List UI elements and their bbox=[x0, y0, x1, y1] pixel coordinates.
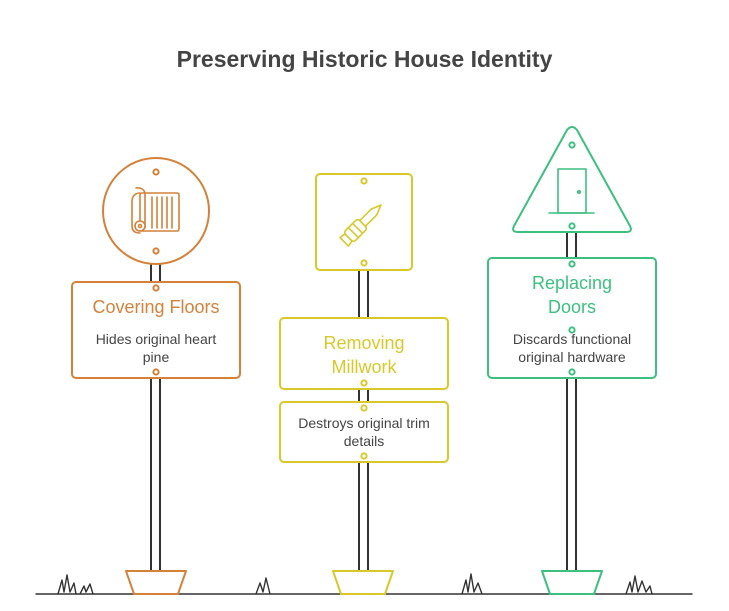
heading-removing-millwork: Removing Millwork bbox=[323, 333, 405, 377]
rolled-carpet-icon bbox=[131, 187, 180, 234]
heading-replacing-doors: Replacing Doors bbox=[531, 273, 613, 317]
description-covering-floors: Hides original heart pine bbox=[95, 331, 217, 365]
pole-base bbox=[125, 570, 187, 595]
grass-tuft bbox=[461, 573, 483, 595]
pole-base bbox=[541, 570, 603, 595]
description-removing-millwork: Destroys original trim details bbox=[298, 415, 430, 449]
signpost-replacing-doors bbox=[487, 126, 657, 595]
grass-tuft bbox=[255, 577, 271, 595]
sign-board-description bbox=[279, 401, 449, 463]
signpost-covering-floors bbox=[71, 157, 241, 595]
description-replacing-doors: Discards functional original hardware bbox=[512, 331, 632, 365]
door-icon bbox=[548, 168, 595, 214]
signpost-removing-millwork bbox=[279, 173, 449, 595]
heading-covering-floors: Covering Floors bbox=[92, 297, 220, 317]
sign-board-heading bbox=[279, 317, 449, 390]
chisel-icon bbox=[339, 204, 382, 247]
grass-tuft bbox=[625, 575, 653, 595]
sign-board bbox=[487, 257, 657, 379]
pole-base bbox=[332, 570, 394, 595]
diagram-title: Preserving Historic House Identity bbox=[176, 46, 553, 72]
sign-board bbox=[71, 281, 241, 379]
grass-tuft bbox=[57, 574, 94, 595]
